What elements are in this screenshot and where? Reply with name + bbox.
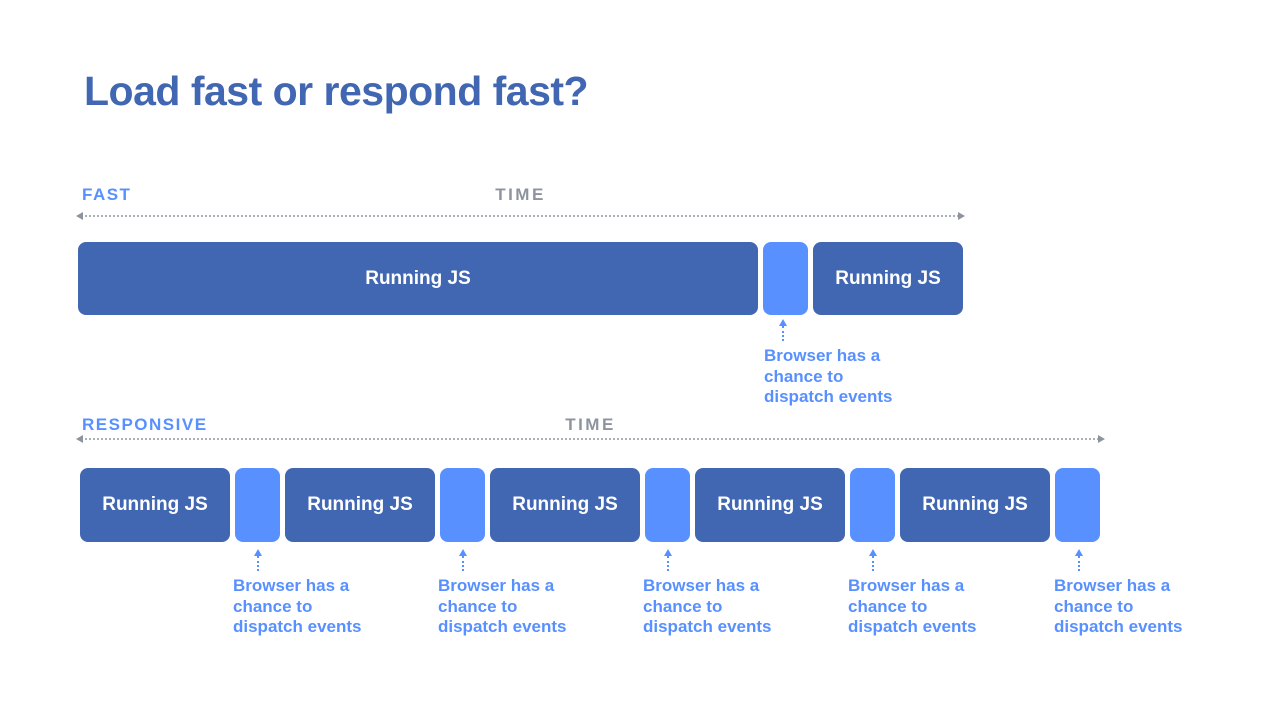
annotation-line: chance to (438, 596, 518, 616)
annotation-text: Browser has a chance to dispatch events (764, 346, 893, 408)
block-label: Running JS (717, 494, 823, 515)
annotation-line: Browser has a (848, 576, 965, 595)
time-axis-label-fast: TIME (495, 185, 546, 204)
annotation-text: Browser has a chance to dispatch events (233, 576, 362, 638)
axis-arrow-right-icon (1098, 435, 1105, 443)
running-js-block: Running JS (285, 468, 435, 542)
annotation-line: Browser has a (764, 346, 881, 365)
annotation-text: Browser has a chance to dispatch events (848, 576, 977, 638)
block-label: Running JS (102, 494, 208, 515)
timeline-responsive-blocks: Running JS Running JS Running JS Running… (80, 468, 1100, 542)
timeline-fast-blocks: Running JS Running JS (78, 242, 963, 315)
up-arrow-icon (664, 549, 672, 571)
idle-gap-block (440, 468, 485, 542)
running-js-block: Running JS (78, 242, 758, 315)
idle-gap-block (235, 468, 280, 542)
annotation-text: Browser has a chance to dispatch events (643, 576, 772, 638)
annotation-line: chance to (1054, 596, 1134, 616)
up-arrow-icon (1075, 549, 1083, 571)
running-js-block: Running JS (695, 468, 845, 542)
up-arrow-icon (779, 319, 787, 341)
block-label: Running JS (835, 267, 941, 289)
running-js-block: Running JS (490, 468, 640, 542)
idle-gap-block (645, 468, 690, 542)
idle-gap-block (850, 468, 895, 542)
annotation-line: Browser has a (1054, 576, 1171, 595)
annotation-line: chance to (764, 366, 844, 386)
running-js-block: Running JS (813, 242, 963, 315)
up-arrow-icon (459, 549, 467, 571)
idle-gap-block (1055, 468, 1100, 542)
annotation-line: Browser has a (643, 576, 760, 595)
idle-gap-block (763, 242, 808, 315)
axis-arrow-right-icon (958, 212, 965, 220)
timeline-responsive-label: RESPONSIVE (82, 415, 208, 434)
running-js-block: Running JS (80, 468, 230, 542)
block-label: Running JS (512, 494, 618, 515)
annotation-text: Browser has a chance to dispatch events (1054, 576, 1183, 638)
annotation-line: chance to (233, 596, 313, 616)
axis-arrow-left-icon (76, 435, 83, 443)
annotation-line: Browser has a (233, 576, 350, 595)
time-axis-label-responsive: TIME (565, 415, 616, 434)
annotation-line: Browser has a (438, 576, 555, 595)
running-js-block: Running JS (900, 468, 1050, 542)
block-label: Running JS (365, 267, 471, 289)
annotation-line: chance to (643, 596, 723, 616)
annotation-line: dispatch events (233, 617, 362, 636)
annotation-line: dispatch events (438, 617, 567, 636)
annotation-line: chance to (848, 596, 928, 616)
annotation-line: dispatch events (764, 387, 893, 406)
annotation-line: dispatch events (848, 617, 977, 636)
annotation-line: dispatch events (1054, 617, 1183, 636)
up-arrow-icon (254, 549, 262, 571)
block-label: Running JS (922, 494, 1028, 515)
axis-arrow-left-icon (76, 212, 83, 220)
annotation-text: Browser has a chance to dispatch events (438, 576, 567, 638)
time-axis-line-responsive (76, 435, 1105, 443)
annotation-line: dispatch events (643, 617, 772, 636)
up-arrow-icon (869, 549, 877, 571)
block-label: Running JS (307, 494, 413, 515)
time-axis-line-fast (76, 212, 965, 220)
timeline-fast-label: FAST (82, 185, 132, 204)
slide-title: Load fast or respond fast? (84, 68, 589, 114)
